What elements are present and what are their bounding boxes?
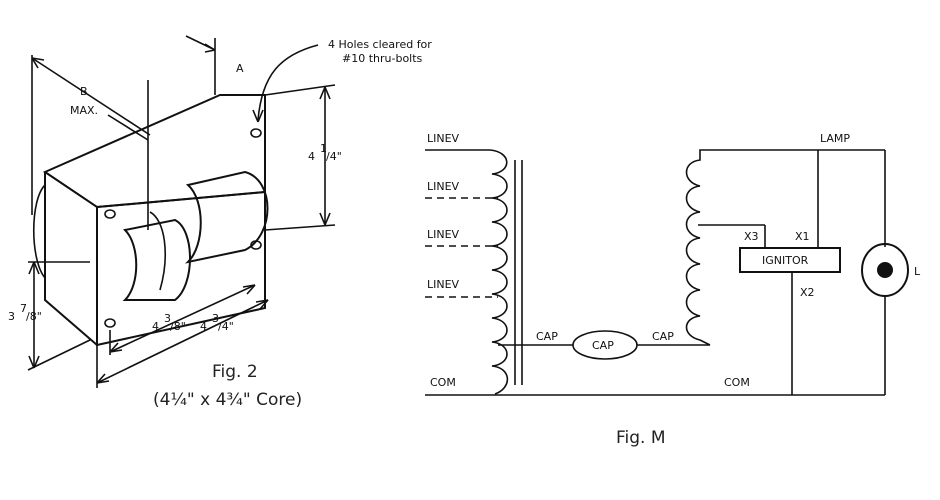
height-whole: 4 <box>308 150 315 163</box>
com-label-left: COM <box>430 376 456 389</box>
mount-hole-bottom-left <box>104 318 116 328</box>
dim-width1-line <box>109 284 256 353</box>
width2-whole: 4 <box>200 320 207 333</box>
x2-label: X2 <box>800 286 815 299</box>
mount-hole-bottom-right <box>250 240 262 250</box>
linev-label-2: LINEV <box>427 180 460 193</box>
com-label-right: COM <box>724 376 750 389</box>
fig2-subcaption: (4¼" x 4¾" Core) <box>153 390 302 410</box>
dim-depth-arrows <box>28 261 40 369</box>
dim-depth-ext-bottom <box>27 339 91 371</box>
coil-mid <box>149 211 166 291</box>
coil-left <box>122 218 191 301</box>
fig2-drawing <box>27 35 336 388</box>
dim-b-line <box>31 57 151 136</box>
depth-frac-num: 7 <box>20 302 27 315</box>
x1-label: X1 <box>795 230 810 243</box>
lamp-filament <box>877 262 893 278</box>
x3-label: X3 <box>744 230 759 243</box>
width2-frac-den: /4" <box>218 320 234 333</box>
lamp-symbol-label: L <box>914 265 921 278</box>
height-frac-num: 1 <box>320 142 327 155</box>
linev-label-3: LINEV <box>427 228 460 241</box>
dim-height-ext-bottom <box>264 224 336 231</box>
figm-caption: Fig. M <box>616 428 666 448</box>
dim-width2-arrows <box>96 299 269 384</box>
core-end-bulge <box>33 184 46 279</box>
width1-whole: 4 <box>152 320 159 333</box>
holes-note-leader <box>257 44 319 121</box>
dim-b-arrow <box>31 57 45 69</box>
linev-label-1: LINEV <box>427 132 460 145</box>
width2-frac-num: 3 <box>212 312 219 325</box>
lamp-label: LAMP <box>820 132 850 145</box>
mount-hole-top-right <box>250 128 262 138</box>
dim-height-arrows <box>319 86 331 226</box>
dim-a-label: A <box>236 62 244 75</box>
dim-height-ext-top <box>264 84 336 96</box>
depth-whole: 3 <box>8 310 15 323</box>
mount-hole-top-left <box>104 209 116 219</box>
core-edge <box>44 171 98 208</box>
primary-winding <box>425 149 509 395</box>
width1-frac-den: /8" <box>170 320 186 333</box>
dim-width2-line <box>96 299 269 384</box>
cap-label-center: CAP <box>592 339 614 352</box>
width1-frac-num: 3 <box>164 312 171 325</box>
dim-b-max-label: MAX. <box>70 104 98 117</box>
cap-label-left: CAP <box>536 330 558 343</box>
holes-note-arrow <box>252 109 264 123</box>
dim-b-label: B <box>80 85 88 98</box>
dim-max-leader <box>107 114 149 141</box>
depth-frac-den: /8" <box>26 310 42 323</box>
cap-label-right: CAP <box>652 330 674 343</box>
linev-label-4: LINEV <box>427 278 460 291</box>
coil-right <box>184 170 269 264</box>
figm-schematic <box>425 149 909 396</box>
dim-a-arrow <box>204 43 216 53</box>
holes-note-line2: #10 thru-bolts <box>342 52 423 65</box>
ignitor-box <box>739 247 841 273</box>
height-frac-den: /4" <box>326 150 342 163</box>
holes-note-line1: 4 Holes cleared for <box>328 38 432 51</box>
core-left-face <box>44 172 98 346</box>
secondary-winding <box>685 149 885 346</box>
dim-width1-arrows <box>109 284 256 353</box>
fig2-caption: Fig. 2 <box>212 362 258 382</box>
ignitor-label: IGNITOR <box>762 254 809 267</box>
